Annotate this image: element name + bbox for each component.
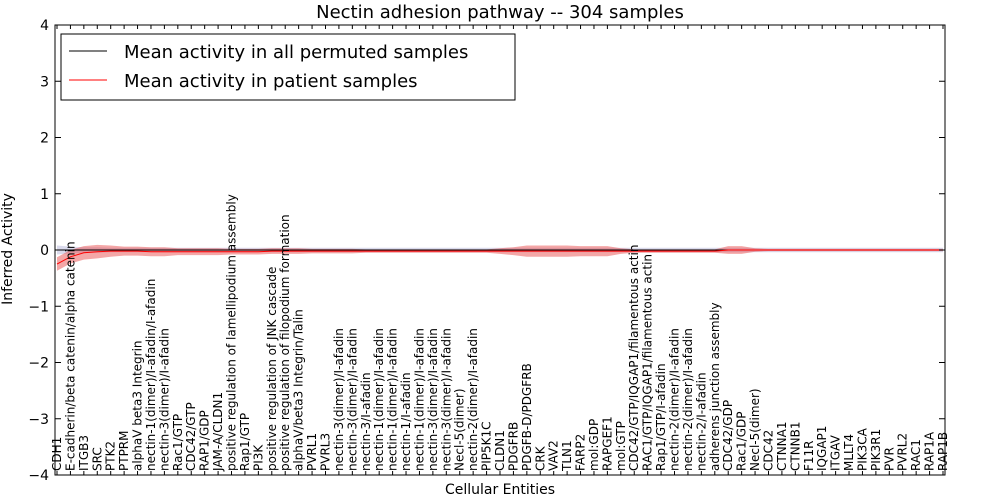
x-tick-label: positive regulation of JNK cascade (265, 267, 279, 471)
x-tick-label: nectin-3(dimer)/I-afadin (345, 328, 359, 471)
x-tick-label: RAP1A (923, 431, 937, 471)
x-tick-label: MLLT4 (842, 434, 856, 471)
y-tick-label: 1 (40, 187, 49, 203)
x-tick-label: nectin-3(dimer)/I-afadin (426, 328, 440, 471)
x-tick-label: Rap1/GTP/I-afadin (654, 363, 668, 471)
x-tick-label: Rac1/GTP (171, 414, 185, 471)
y-tick-label: 3 (40, 74, 49, 90)
legend: Mean activity in all permuted samplesMea… (60, 33, 516, 101)
x-tick-label: PVR (882, 447, 896, 471)
y-tick-label: −1 (28, 299, 49, 315)
x-tick-label: RAP1/GDP (198, 410, 212, 471)
x-tick-label: PVRL2 (896, 433, 910, 471)
legend-label: Mean activity in patient samples (124, 71, 418, 92)
series-lines (56, 249, 943, 265)
x-tick-label: adherens junction assembly (708, 302, 722, 471)
chart-title: Nectin adhesion pathway -- 304 samples (316, 2, 684, 23)
x-tick-label: JAM-A/CLDN1 (211, 392, 225, 472)
x-tick-label: nectin-2(dimer)/I-afadin (668, 328, 682, 471)
x-tick-label: CDC42/GTP (184, 402, 198, 471)
y-tick-label: 0 (40, 243, 49, 259)
x-tick-label: Rac1/GDP (735, 412, 749, 471)
x-tick-label: CDC42/GTP/IQGAP1/filamentous actin (627, 245, 641, 471)
x-tick-label: Rap1/GTP (238, 413, 252, 471)
series-line-2 (56, 249, 943, 265)
x-tick-label: nectin-1(dimer)/I-afadin/I-afadin (144, 279, 158, 471)
x-tick-label: CDC42 (762, 430, 776, 471)
x-tick-label: VAV2 (547, 440, 561, 471)
x-tick-label: nectin-1(dimer)/I-afadin (413, 328, 427, 471)
x-tick-label: nectin-1(dimer)/I-afadin (386, 328, 400, 471)
x-tick-label: FARP2 (574, 434, 588, 471)
x-tick-label: nectin-1(dimer)/I-afadin (372, 328, 386, 471)
x-tick-label: RAPGEF1 (600, 416, 614, 471)
x-tick-label: PDGFRB (506, 422, 520, 471)
x-tick-label: ITGAV (829, 434, 843, 471)
x-tick-label: nectin-3(dimer)/I-afadin (157, 328, 171, 471)
x-tick-label: PIP5K1C (480, 421, 494, 471)
x-tick-label: PIK3CA (856, 427, 870, 471)
legend-label: Mean activity in all permuted samples (124, 42, 468, 63)
x-tick-label: positive regulation of filopodium format… (278, 214, 292, 471)
x-tick-label: RAP1B (936, 432, 950, 471)
x-tick-label: CLDN1 (493, 430, 507, 471)
x-tick-label: nectin-3(dimer)/I-afadin (439, 328, 453, 471)
x-tick-label: ITGB3 (77, 435, 91, 471)
x-tick-label: PDGFB-D/PDGFRB (520, 363, 534, 471)
x-tick-label: alphaV beta3 Integrin (131, 340, 145, 471)
x-axis-label: Cellular Entities (445, 482, 555, 498)
x-tick-label: PVRL3 (319, 433, 333, 471)
x-tick-label: CRK (533, 445, 547, 471)
x-tick-label: PI3K (251, 444, 265, 471)
x-tick-label: CDH1 (50, 437, 64, 471)
x-tick-label: CDC42/GDP (721, 400, 735, 471)
x-tick-label: TLN1 (560, 440, 574, 472)
x-tick-label: nectin-2(dimer)/I-afadin (466, 328, 480, 471)
x-tick-label: nectin-2(dimer)/I-afadin (681, 328, 695, 471)
y-tick-label: −4 (28, 468, 49, 484)
x-tick-label: mol:GTP (614, 421, 628, 471)
plot-area-frame (54, 24, 946, 476)
x-tick-label: PTK2 (104, 441, 118, 471)
x-tick-label: RAC1 (909, 439, 923, 471)
x-tick-label: PVRL1 (305, 433, 319, 471)
x-tick-label: RAC1/GTP/IQGAP1/filamentous actin (641, 254, 655, 471)
x-tick-label: SRC (90, 447, 104, 471)
x-tick-label: nectin-1/I-afadin (399, 372, 413, 471)
y-tick-label: −2 (28, 356, 49, 372)
y-tick-label: −3 (28, 412, 49, 428)
y-axis: −4 −3 −2 −1 0 1 2 3 4 (28, 18, 945, 484)
y-tick-label: 2 (40, 131, 49, 147)
x-tick-label: nectin-3(dimer)/I-afadin (332, 328, 346, 471)
x-tick-label: alphaV/beta3 Integrin/Talin (292, 309, 306, 471)
y-tick-label: 4 (40, 18, 49, 34)
x-tick-label: Necl-5(dimer) (748, 388, 762, 471)
legend-box (60, 33, 516, 101)
x-tick-label: nectin-3/I-afadin (359, 372, 373, 471)
x-tick-label: E-cadherin/beta catenin/alpha catenin (63, 241, 77, 471)
x-tick-label: Necl-5(dimer) (453, 388, 467, 471)
y-axis-label: Inferred Activity (0, 193, 16, 305)
x-tick-label: positive regulation of lamellipodium ass… (225, 194, 239, 471)
x-tick-label: nectin-2/I-afadin (694, 372, 708, 471)
x-tick-label: IQGAP1 (815, 426, 829, 471)
x-tick-label: CTNNB1 (788, 421, 802, 471)
x-tick-label: mol:GDP (587, 419, 601, 471)
x-tick-label: CTNNA1 (775, 421, 789, 471)
x-tick-label: PIK3R1 (869, 429, 883, 471)
x-tick-label: PTPRM (117, 431, 131, 472)
x-tick-label: F11R (802, 440, 816, 471)
